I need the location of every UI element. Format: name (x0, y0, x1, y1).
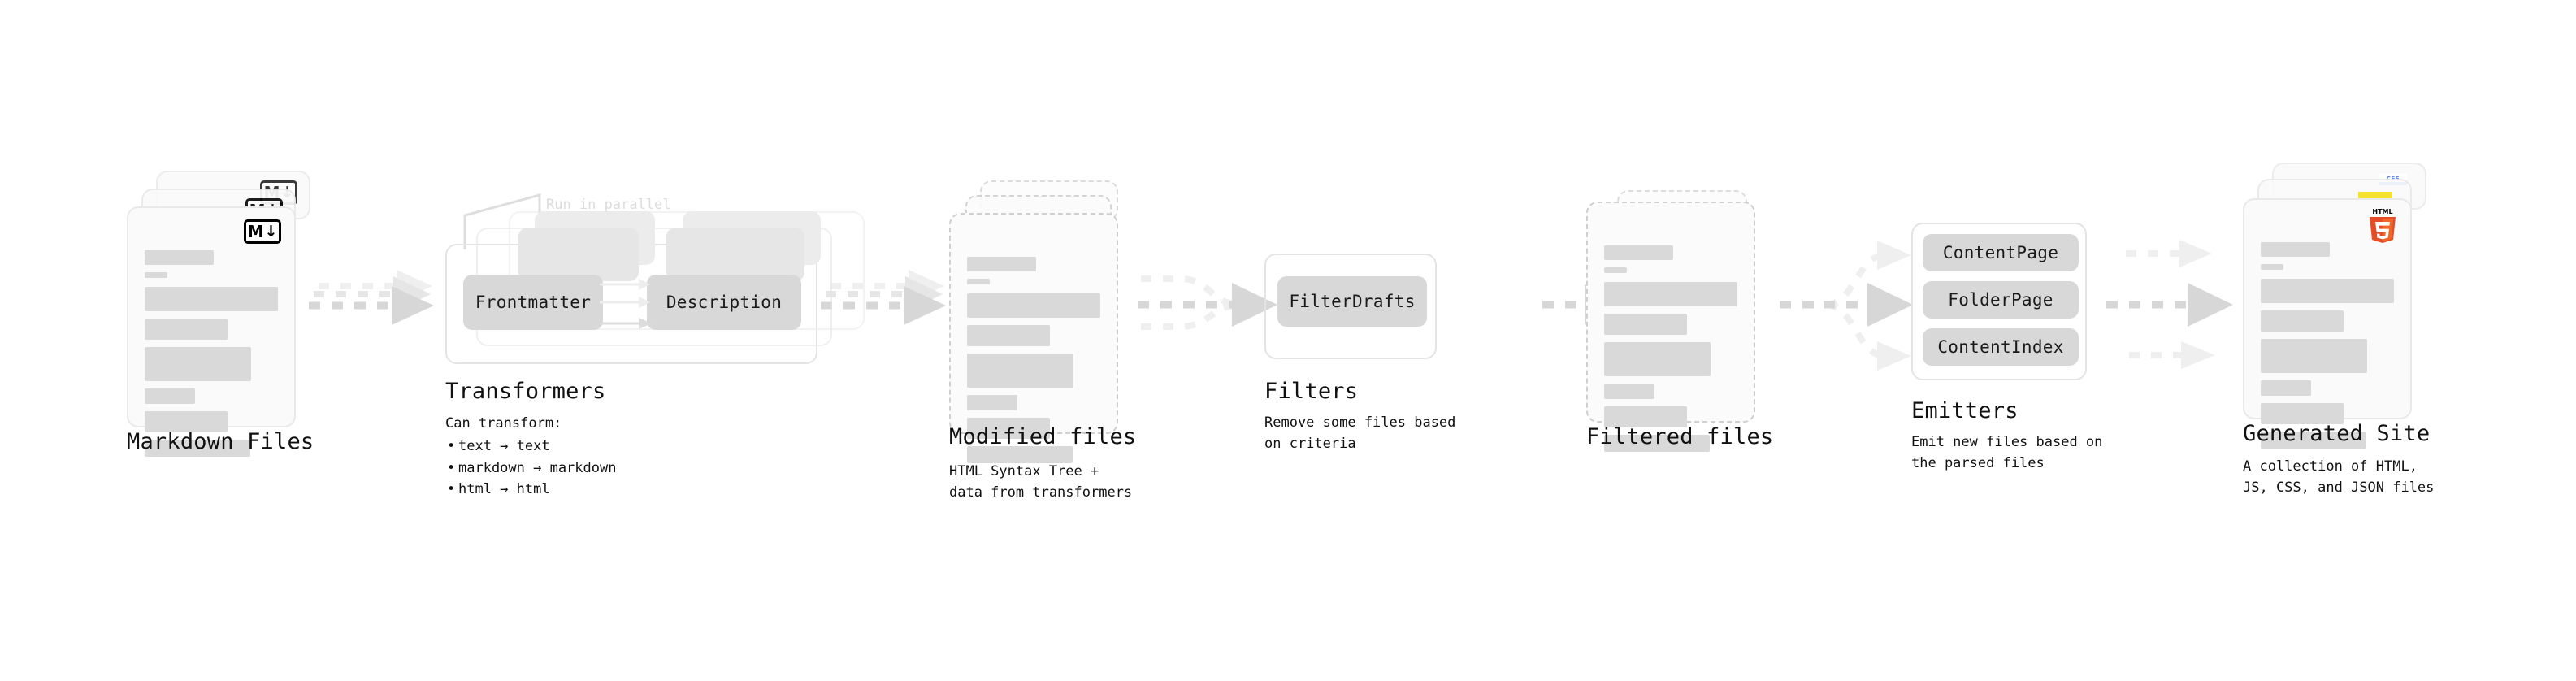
modified-card-front (949, 213, 1118, 463)
document-placeholder-lines (2261, 242, 2394, 449)
transformer-chip-ghost (666, 228, 804, 281)
capabilities-lead: Can transform: (445, 415, 562, 432)
modified-card-stack (949, 180, 1136, 463)
capability-item: markdown → markdown (447, 458, 617, 479)
caption-markdown-files: Markdown Files (127, 429, 314, 454)
transformer-chip-frontmatter[interactable]: Frontmatter (463, 275, 603, 330)
subtitle-modified-files: HTML Syntax Tree + data from transformer… (949, 463, 1133, 501)
svg-text:HTML: HTML (2372, 208, 2392, 215)
document-placeholder-lines (967, 257, 1100, 463)
arrow-filtered-to-emitters (1780, 241, 1913, 371)
transformer-chip-description[interactable]: Description (647, 275, 801, 330)
caption-emitters: Emitters (1911, 398, 2019, 423)
caption-filtered-files: Filtered files (1586, 424, 1774, 449)
caption-transformers: Transformers (445, 379, 606, 404)
transformers-frame-front: Frontmatter Description (445, 211, 821, 364)
stage-generated-site: CSS HTML (2243, 163, 2438, 449)
emitter-chip-contentpage[interactable]: ContentPage (1923, 234, 2079, 271)
emitter-chip-contentindex[interactable]: ContentIndex (1923, 328, 2079, 366)
site-card-front: HTML (2243, 198, 2412, 449)
markdown-icon: M↓ (244, 219, 281, 244)
capability-item: text → text (447, 436, 616, 458)
filter-chip-filterdrafts[interactable]: FilterDrafts (1277, 276, 1427, 327)
arrow-emitters-to-site (2106, 240, 2233, 369)
transformer-inner-arrows (600, 279, 652, 329)
caption-generated-site: Generated Site (2243, 421, 2431, 446)
html5-icon: HTML (2366, 206, 2399, 244)
site-card-stack: CSS HTML (2243, 163, 2438, 449)
arrow-markdown-to-transformers (309, 270, 434, 325)
stage-markdown-files: M↓ M↓ M↓ (127, 171, 314, 457)
subtitle-emitters: Emit new files based on the parsed files (1911, 434, 2103, 471)
annotation-run-in-parallel: Run in parallel (546, 197, 671, 213)
emitters-frame: ContentPage FolderPage ContentIndex (1911, 223, 2087, 380)
stage-modified-files (949, 180, 1136, 463)
subtitle-generated-site: A collection of HTML, JS, CSS, and JSON … (2243, 458, 2435, 496)
caption-modified-files: Modified files (949, 424, 1137, 449)
capability-item: html → html (447, 479, 616, 501)
capabilities-list: text → text markdown → markdown html → h… (445, 436, 617, 501)
markdown-card-stack: M↓ M↓ M↓ (127, 171, 314, 457)
filtered-card-stack (1586, 190, 1773, 452)
stage-filtered-files (1586, 190, 1773, 452)
filtered-card-front (1586, 202, 1755, 452)
subtitle-filters: Remove some files based on criteria (1264, 414, 1456, 452)
markdown-card-front: M↓ (127, 206, 296, 457)
transformer-chip-ghost (518, 228, 639, 281)
arrow-modified-to-filters (1138, 275, 1277, 330)
emitter-chip-folderpage[interactable]: FolderPage (1923, 281, 2079, 319)
document-placeholder-lines (145, 250, 278, 457)
caption-filters: Filters (1264, 379, 1359, 404)
document-placeholder-lines (1604, 245, 1737, 452)
filters-frame: FilterDrafts (1264, 254, 1437, 359)
transformers-capabilities: Can transform: text → text markdown → ma… (445, 413, 617, 501)
